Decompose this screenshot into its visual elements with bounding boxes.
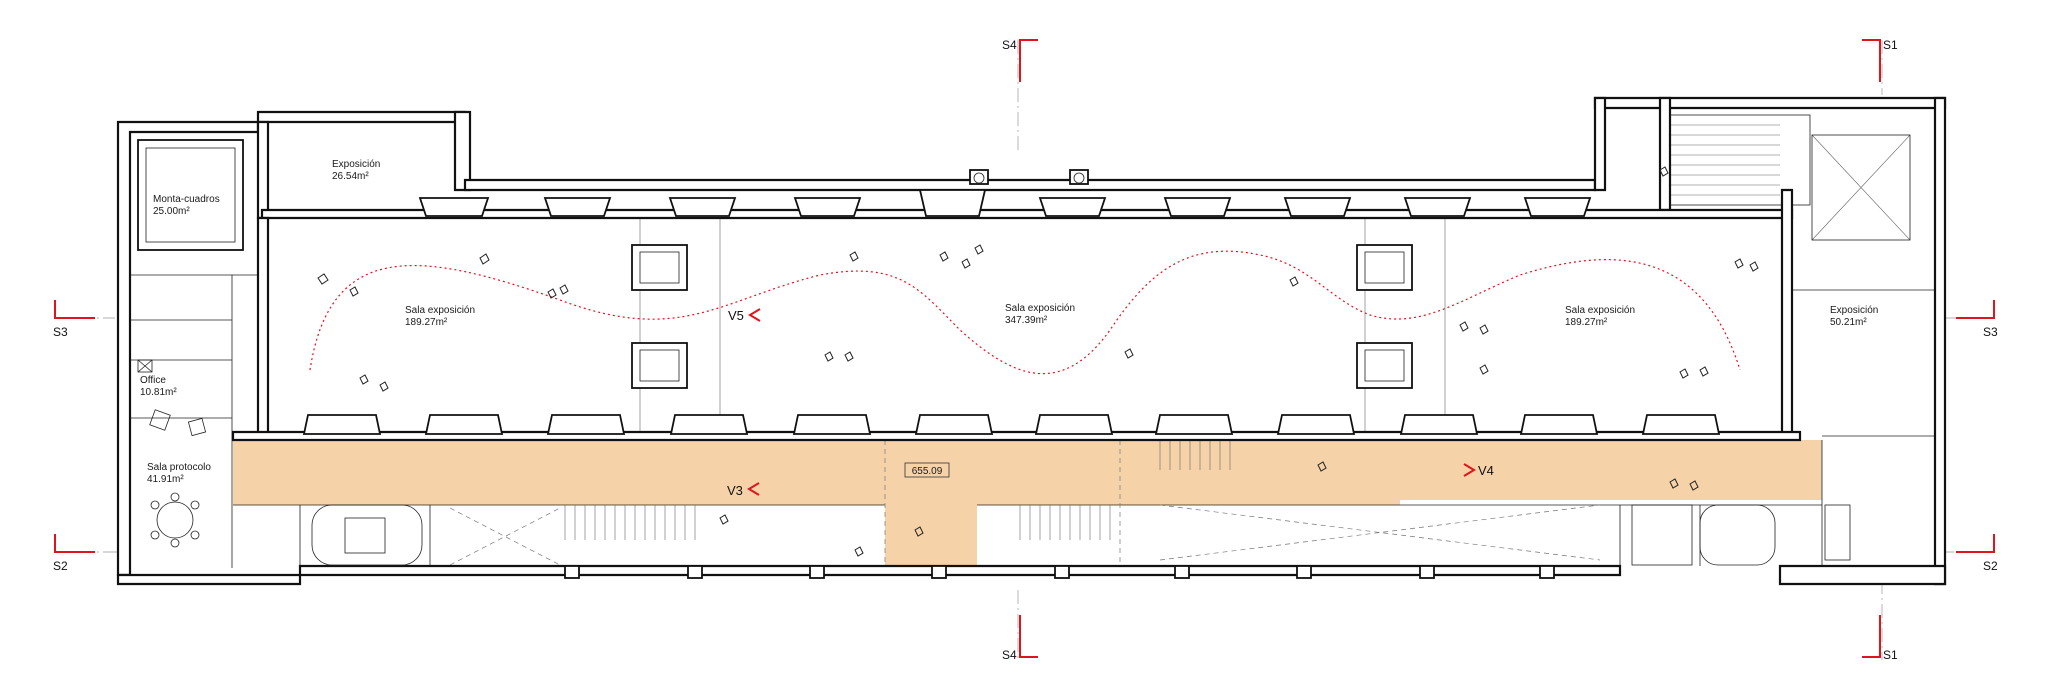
view-label-v5: V5 [728,308,744,323]
service-details [137,359,1851,579]
room-label: Office [140,375,166,386]
room-label: Exposición [1830,305,1878,316]
corridor-fill [233,440,1822,566]
level-box [904,462,950,478]
room-area: 10.81m² [140,387,177,398]
room-label: Sala exposición [1565,305,1635,316]
room-label: Sala protocolo [147,462,211,473]
view-markers: V5 V3 V4 [727,308,1494,498]
section-mark-s3-left [54,300,95,319]
section-label-s2-right: S2 [1983,559,1998,573]
section-label-s3-left: S3 [53,325,68,339]
room-area: 41.91m² [147,474,184,485]
room-area: 189.27m² [1565,317,1608,328]
view-arrow-v5 [748,308,761,322]
view-arrow-v4 [1463,463,1476,477]
section-label-s4-bottom: S4 [1002,648,1017,662]
section-mark-s4-top [1019,39,1038,82]
room-area: 50.21m² [1830,317,1867,328]
visitor-route [309,250,1741,375]
visitor-figures [317,166,1759,557]
room-area: 347.39m² [1005,315,1048,326]
view-label-v3: V3 [727,483,743,498]
room-area: 189.27m² [405,317,448,328]
section-label-s2-left: S2 [53,559,68,573]
section-mark-s1-top [1862,39,1881,82]
room-label: Monta-cuadros [153,194,220,205]
level-marker: 655.09 [904,462,950,478]
level-value: 655.09 [912,466,943,477]
exterior-walls [116,96,1947,586]
section-mark-s1-bottom [1862,615,1881,658]
section-label-s1-top: S1 [1883,38,1898,52]
window-piers [137,139,1721,435]
room-labels: Exposición 26.54m² Monta-cuadros 25.00m²… [140,159,1878,485]
section-label-s3-right: S3 [1983,325,1998,339]
section-mark-s2-right [1956,534,1995,553]
room-area: 25.00m² [153,206,190,217]
view-label-v4: V4 [1478,463,1494,478]
section-mark-s2-left [54,534,95,553]
room-label: Sala exposición [405,305,475,316]
section-mark-s4-bottom [1019,615,1038,658]
room-area: 26.54m² [332,171,369,182]
section-mark-s3-right [1956,300,1995,319]
section-label-s4-top: S4 [1002,38,1017,52]
section-markers: S4 S4 S1 S1 S3 S3 S2 S2 [53,38,1998,662]
room-label: Exposición [332,159,380,170]
section-label-s1-bottom: S1 [1883,648,1898,662]
room-label: Sala exposición [1005,303,1075,314]
view-arrow-v3 [747,482,760,496]
